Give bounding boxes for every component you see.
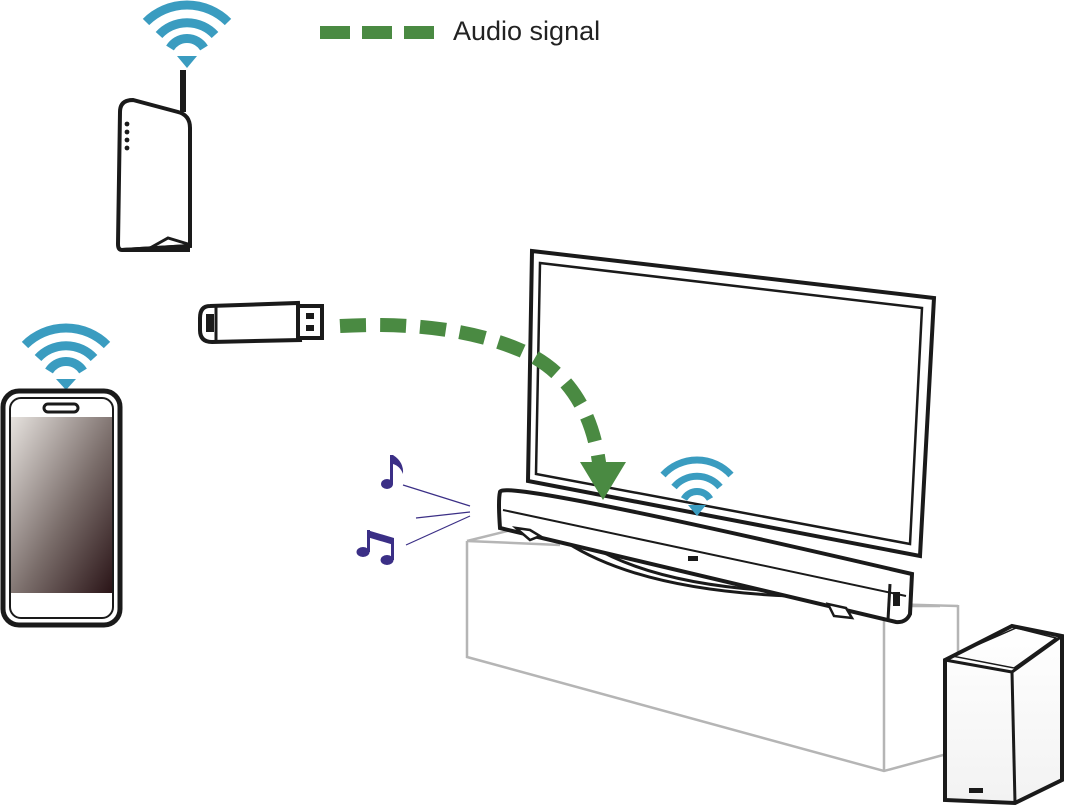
subwoofer-logo bbox=[969, 788, 983, 793]
usb-memory-device bbox=[198, 300, 324, 345]
router-wifi-icon bbox=[142, 0, 232, 68]
soundbar-wifi-icon bbox=[660, 456, 734, 516]
beamed-notes-icon bbox=[356, 530, 394, 565]
music-note-icon bbox=[381, 455, 404, 489]
legend: Audio signal bbox=[320, 16, 600, 46]
audio-signal-legend-label: Audio signal bbox=[453, 16, 600, 46]
wireless-subwoofer bbox=[943, 623, 1064, 806]
sound-output bbox=[356, 455, 471, 565]
sound-wave-lines bbox=[402, 484, 471, 546]
phone-wifi-icon bbox=[21, 323, 111, 390]
soundbar-logo bbox=[688, 556, 698, 561]
phone-screen bbox=[11, 417, 112, 593]
wireless-router bbox=[115, 0, 232, 253]
soundbar-control-panel bbox=[893, 592, 900, 606]
audio-signal-arrowhead bbox=[580, 462, 626, 500]
audio-signal-legend-line bbox=[320, 26, 434, 39]
audio-signal-path bbox=[339, 318, 626, 500]
router-status-leds bbox=[124, 121, 130, 151]
smartphone bbox=[0, 323, 123, 628]
sound-bar bbox=[497, 456, 915, 625]
